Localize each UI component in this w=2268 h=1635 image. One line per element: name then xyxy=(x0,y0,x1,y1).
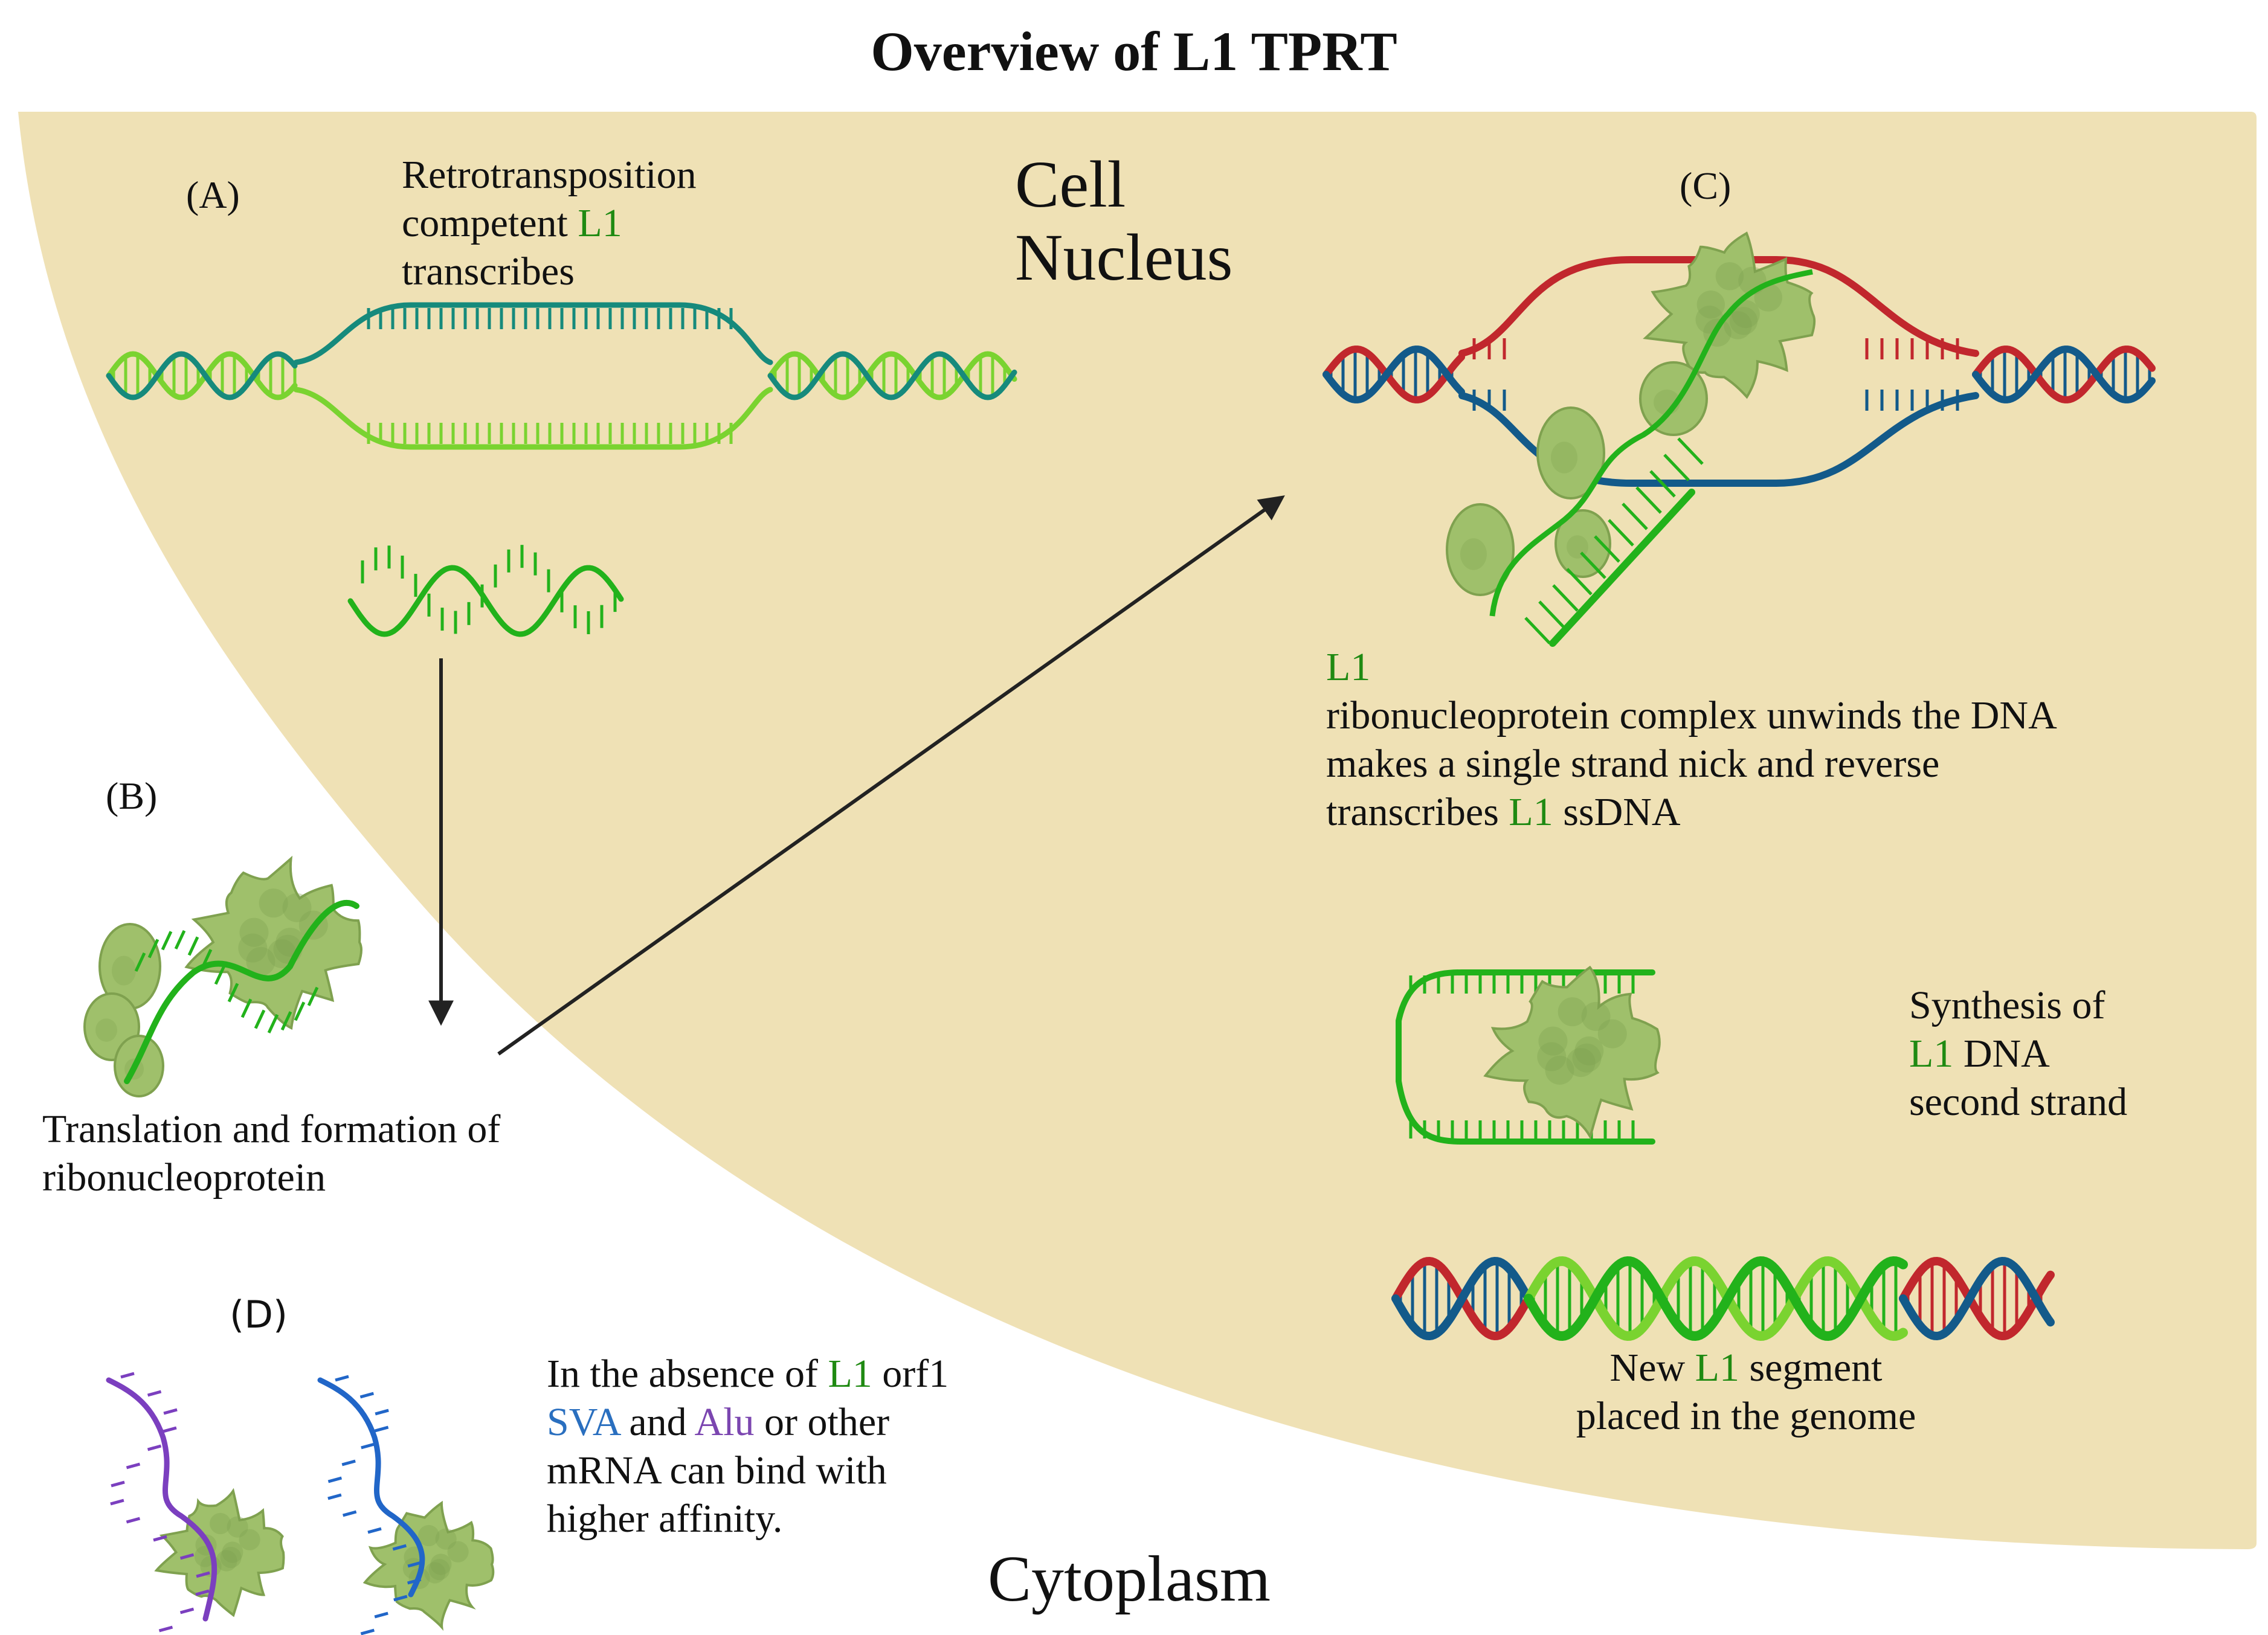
protein-texture xyxy=(1460,538,1487,570)
step-a-competent: competent xyxy=(402,201,578,245)
step-a-label: (A) xyxy=(186,172,240,219)
protein-texture xyxy=(1567,1048,1596,1077)
base-tick xyxy=(361,1630,374,1634)
synthesis-line-2: L1 DNA xyxy=(1909,1030,2127,1078)
step-c-text: L1 ribonucleoprotein complex unwinds the… xyxy=(1326,643,2057,837)
base-tick xyxy=(181,1609,194,1613)
synthesis-dna: DNA xyxy=(1953,1032,2050,1076)
step-b-text: Translation and formation of ribonucleop… xyxy=(42,1105,500,1202)
step-d-line-1: In the absence of L1 orf1 xyxy=(547,1350,949,1398)
step-c-label: (C) xyxy=(1680,163,1731,210)
base-tick xyxy=(375,1613,388,1617)
step-d-line-2: SVA and Alu or other xyxy=(547,1398,949,1447)
base-tick xyxy=(164,1410,177,1413)
base-tick xyxy=(342,1461,355,1465)
step-b-label: (B) xyxy=(106,773,157,820)
step-b-line-2: ribonucleoprotein xyxy=(42,1154,500,1202)
base-tick xyxy=(328,1478,341,1482)
step-b-line-1: Translation and formation of xyxy=(42,1105,500,1154)
page-title: Overview of L1 TPRT xyxy=(0,18,2268,85)
cell-nucleus-label: Cell Nucleus xyxy=(1015,148,1232,294)
base-tick xyxy=(159,1627,172,1631)
synthesis-line-1: Synthesis of xyxy=(1909,981,2127,1030)
synthesis-line-3: second strand xyxy=(1909,1078,2127,1126)
step-d-orf1: orf1 xyxy=(872,1352,949,1396)
step-d-and: and xyxy=(619,1400,695,1444)
protein-texture xyxy=(95,1018,117,1042)
step-c-transcribes: transcribes xyxy=(1326,790,1509,834)
base-tick xyxy=(163,1428,176,1431)
base-tick xyxy=(176,931,184,949)
new-segment-text: New L1 segment placed in the genome xyxy=(1559,1344,1933,1441)
protein-texture xyxy=(239,918,268,947)
step-c-line-4: transcribes L1 ssDNA xyxy=(1326,788,2057,837)
protein-texture xyxy=(1551,442,1577,474)
step-d-label: (D) xyxy=(230,1293,288,1337)
new-segment-line-1: New L1 segment xyxy=(1559,1344,1933,1392)
base-tick xyxy=(368,1529,381,1532)
ribonucleoprotein-complex xyxy=(85,859,361,1096)
step-c-line-2: ribonucleoprotein complex unwinds the DN… xyxy=(1326,692,2057,740)
step-d-line-3: mRNA can bind with xyxy=(547,1447,949,1495)
step-a-text: Retrotransposition competent L1 transcri… xyxy=(402,151,697,296)
nucleus-word: Nucleus xyxy=(1015,221,1232,294)
step-d-l1: L1 xyxy=(828,1352,872,1396)
base-tick xyxy=(343,1512,356,1515)
synthesis-text: Synthesis of L1 DNA second strand xyxy=(1909,981,2127,1126)
step-a-line-2: competent L1 xyxy=(402,199,697,248)
step-d-text: In the absence of L1 orf1 SVA and Alu or… xyxy=(547,1350,949,1543)
base-tick xyxy=(148,1446,161,1450)
base-tick xyxy=(111,1500,124,1504)
step-c-line-3: makes a single strand nick and reverse xyxy=(1326,740,2057,788)
new-segment-l1: L1 xyxy=(1695,1346,1739,1390)
protein-texture xyxy=(1538,1027,1567,1056)
step-c-l1: L1 xyxy=(1326,643,2057,692)
step-a-l1: L1 xyxy=(578,201,622,245)
base-tick xyxy=(148,1392,161,1395)
base-tick xyxy=(375,1427,388,1431)
new-segment-word: segment xyxy=(1739,1346,1882,1390)
step-c-ssdna: ssDNA xyxy=(1553,790,1681,834)
cytoplasm-label: Cytoplasm xyxy=(988,1540,1271,1619)
base-tick xyxy=(328,1495,341,1498)
step-d-absence: In the absence of xyxy=(547,1352,828,1396)
step-d-alu: Alu xyxy=(695,1400,755,1444)
protein-texture xyxy=(424,1562,445,1583)
base-tick xyxy=(189,937,198,955)
new-segment-new: New xyxy=(1610,1346,1695,1390)
base-tick xyxy=(121,1373,134,1377)
step-d-line-4: higher affinity. xyxy=(547,1495,949,1543)
new-segment-line-2: placed in the genome xyxy=(1559,1392,1933,1441)
synthesis-l1: L1 xyxy=(1909,1032,1953,1076)
protein-texture xyxy=(216,1550,237,1571)
protein-texture xyxy=(112,956,136,986)
protein-texture xyxy=(1697,291,1725,318)
step-c-l1-second: L1 xyxy=(1509,790,1553,834)
step-a-line-1: Retrotransposition xyxy=(402,151,697,199)
base-tick xyxy=(126,1464,140,1468)
step-d-sva: SVA xyxy=(547,1400,619,1444)
base-tick xyxy=(126,1518,140,1522)
cell-word: Cell xyxy=(1015,148,1232,221)
base-tick xyxy=(375,1410,388,1414)
protein-texture xyxy=(447,1541,468,1563)
base-tick xyxy=(335,1376,349,1380)
base-tick xyxy=(163,931,171,949)
step-d-other: or other xyxy=(755,1400,890,1444)
base-tick xyxy=(111,1482,124,1486)
base-tick xyxy=(256,1010,264,1029)
protein-texture xyxy=(1598,1020,1627,1049)
protein-texture xyxy=(239,1529,260,1550)
base-tick xyxy=(269,1015,277,1033)
base-tick xyxy=(360,1393,373,1397)
alu-rna-bound-protein xyxy=(109,1373,283,1635)
sva-rna-bound-protein xyxy=(320,1376,493,1634)
step-a-line-3: transcribes xyxy=(402,248,697,296)
base-tick xyxy=(361,1444,375,1448)
